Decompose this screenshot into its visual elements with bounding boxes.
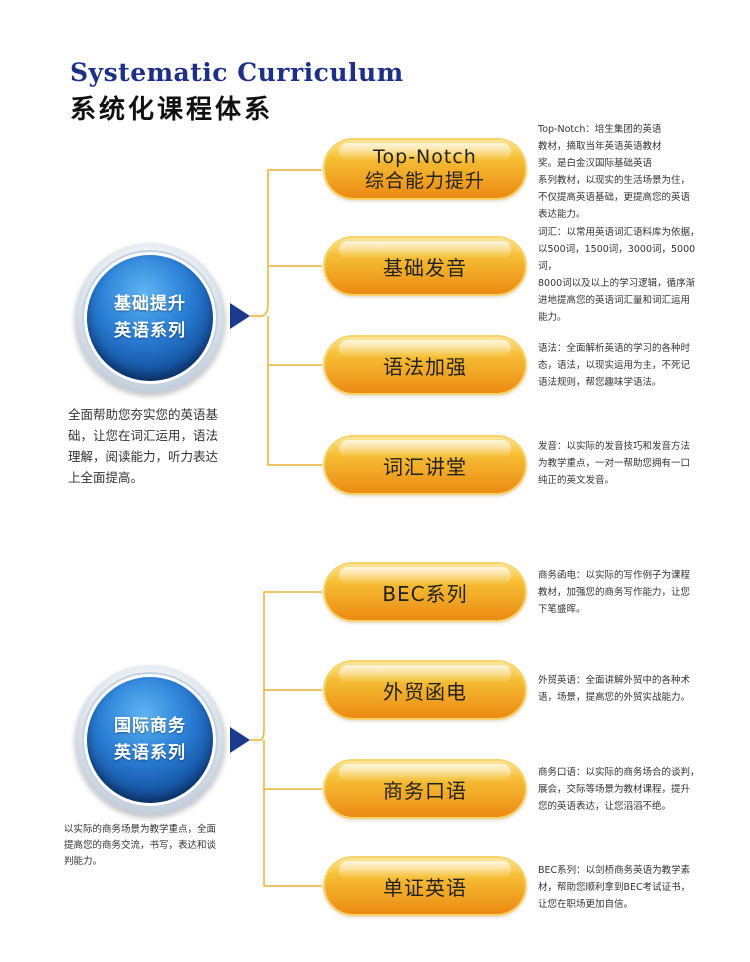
course-pill-bec: BEC系列 xyxy=(325,564,525,620)
course-pill-vocabulary: 词汇讲堂 xyxy=(325,437,525,493)
course-pill-documents: 单证英语 xyxy=(325,858,525,914)
course-description: 发音：以实际的发音技巧和发音方法 为教学重点，一对一帮助您拥有一口 纯正的英文发… xyxy=(538,441,691,486)
category-label-line1: 基础提升 xyxy=(114,294,186,314)
category-label-line1: 国际商务 xyxy=(114,716,186,736)
course-pill-foreign-trade: 外贸函电 xyxy=(325,662,525,718)
category-circle-business: 国际商务 英语系列 xyxy=(75,665,225,815)
course-description: 词汇：以常用英语词汇语料库为依据， 以500词，1500词，3000词，5000… xyxy=(538,227,700,323)
page-title-chinese: 系统化课程体系 xyxy=(70,95,274,125)
course-title: 词汇讲堂 xyxy=(383,454,467,479)
course-title: 基础发音 xyxy=(383,255,467,280)
course-description: BEC系列：以剑桥商务英语为教学素 材，帮助您顺利拿到BEC考试证书， 让您在职… xyxy=(538,865,691,910)
course-title: 语法加强 xyxy=(383,354,467,379)
course-pill-business-oral: 商务口语 xyxy=(325,761,525,817)
course-description: 商务口语：以实际的商务场合的谈判， 展会，交际等场景为教材课程，提升 您的英语表… xyxy=(538,767,700,812)
category-label-line2: 英语系列 xyxy=(114,743,186,763)
connector-bracket xyxy=(250,169,322,466)
course-title-line2: 综合能力提升 xyxy=(364,170,485,192)
category-circle-basic: 基础提升 英语系列 xyxy=(75,243,225,393)
category-label-line2: 英语系列 xyxy=(114,321,186,341)
course-pill-pronunciation: 基础发音 xyxy=(325,238,525,294)
course-title: 外贸函电 xyxy=(383,679,467,704)
page-title-english: Systematic Curriculum xyxy=(70,58,404,87)
course-pill-top-notch: Top-Notch 综合能力提升 xyxy=(325,140,525,198)
course-title: BEC系列 xyxy=(382,581,468,606)
connector-bracket xyxy=(250,591,322,887)
course-description: 商务函电：以实际的写作例子为课程 教材，加强您的商务写作能力，让您 下笔盛晖。 xyxy=(538,570,691,615)
arrow-icon xyxy=(230,727,250,753)
course-description: 语法：全面解析英语的学习的各种时 态，语法，以现实运用为主，不死记 语法规则，帮… xyxy=(538,343,691,388)
section-intro: 以实际的商务场景为教学重点，全面 提高您的商务交流，书写，表达和谈 判能力。 xyxy=(64,824,217,867)
section-intro: 全面帮助您夯实您的英语基 础，让您在词汇运用，语法 理解，阅读能力，听力表达 上… xyxy=(68,407,219,485)
course-title-line1: Top-Notch xyxy=(373,146,477,168)
course-title: 商务口语 xyxy=(383,778,467,803)
arrow-icon xyxy=(230,303,250,329)
course-pill-grammar: 语法加强 xyxy=(325,337,525,393)
course-title: 单证英语 xyxy=(383,875,467,900)
course-description: 外贸英语：全面讲解外贸中的各种术 语，场景，提高您的外贸实战能力。 xyxy=(538,675,691,703)
course-description: Top-Notch：培生集团的英语 教材，摘取当年英语英语教材 奖。是白金汉国际… xyxy=(538,124,691,220)
